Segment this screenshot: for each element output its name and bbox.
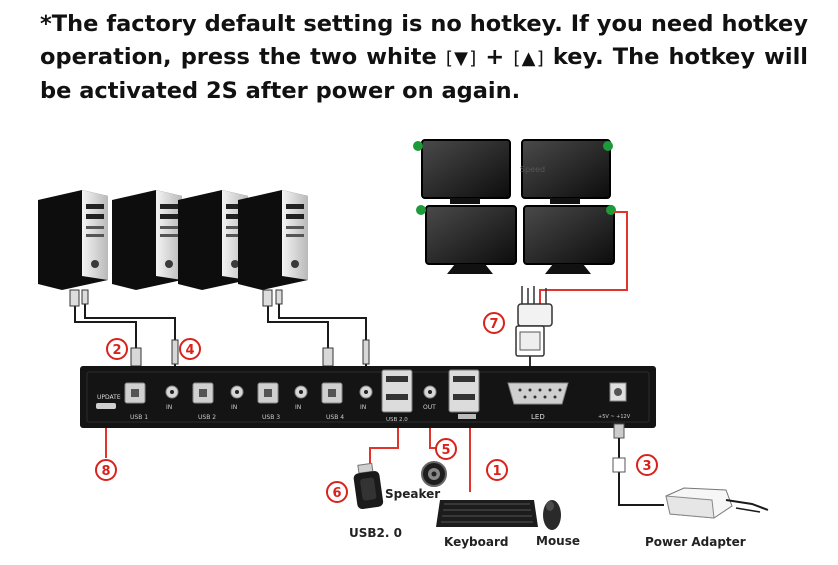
marker-3-number: 3 [642,459,651,474]
speaker-label: Speaker [385,487,440,501]
keyboard-device [436,500,538,527]
audio-in-label-1: IN [166,404,172,411]
audio-out-port: OUT [423,385,437,411]
usb20-port-label: USB 2.0 [386,417,408,423]
monitor-2-indicator [603,141,613,151]
pc1-usb-plug [69,289,80,307]
marker-1: 1 [486,459,508,481]
serial-connector [515,286,553,370]
monitor-3-indicator [416,205,426,215]
pc-tower-1 [38,190,108,290]
mouse-label: Mouse [536,534,580,548]
keyboard-mouse-usb-ports [448,369,480,419]
marker-7-number: 7 [489,317,498,332]
marker-5-number: 5 [441,443,450,458]
audio-out-label: OUT [423,404,436,411]
pc-tower-4 [238,190,308,290]
marker-5: 5 [435,438,457,460]
usb20-hub-ports: USB 2.0 [381,369,413,423]
monitor-speed-text: Speed [520,165,545,174]
led-serial-port: LED [507,382,569,421]
monitor-3 [416,205,517,274]
power-adapter-device [665,487,769,519]
audio-in-label-4: IN [360,404,366,411]
mouse-device [543,500,561,530]
usb-port-4-label: USB 4 [326,414,344,421]
monitor-1 [413,139,511,204]
audio-in-port-2: IN [230,385,244,411]
pc1-audio-plug [81,289,89,305]
pc4-usb-cable [267,300,367,368]
marker-8-number: 8 [101,464,110,479]
pc4-audio-plug [275,289,283,305]
marker-2-number: 2 [112,343,121,358]
marker-6: 6 [326,481,348,503]
power-adapter-label: Power Adapter [645,535,746,549]
pc1-usb-cable [74,300,176,368]
update-label: UPDATE [97,394,121,401]
pc4-usb-plug [262,289,273,307]
monitor-cable [539,211,628,304]
update-port: UPDATE [96,394,121,409]
marker-1-number: 1 [492,464,501,479]
monitor-1-indicator [413,141,423,151]
audio-plug-4 [362,339,370,365]
usb-b-plug-1 [130,347,142,367]
monitor-4-indicator [606,205,616,215]
power-input-label: +5V ~ +12V [598,414,631,420]
marker-4-number: 4 [185,343,194,358]
audio-plug-1 [171,339,179,365]
usb-b-port-1: USB 1 [124,382,148,421]
usb20-cable [369,428,399,464]
marker-2: 2 [106,338,128,360]
usb-port-1-label: USB 1 [130,414,148,421]
marker-4: 4 [179,338,201,360]
usb-flash-drive [353,462,384,510]
monitor-2: Speed [520,139,613,204]
key-up-symbol: [▲] [513,48,544,69]
marker-7: 7 [483,312,505,334]
usb-b-port-3: USB 3 [257,382,280,421]
monitor-4 [523,205,616,274]
usb-b-plug-4 [322,347,334,367]
audio-in-port-4: IN [359,385,373,411]
hotkey-note: *The factory default setting is no hotke… [40,11,808,104]
audio-in-port-1: IN [165,385,179,411]
power-dc-jack: +5V ~ +12V [598,382,631,420]
speaker-device [421,461,447,487]
marker-3: 3 [636,454,658,476]
pc-tower-2 [112,190,182,290]
usb-b-port-2: USB 2 [192,382,216,421]
audio-in-label-3: IN [295,404,301,411]
usb-b-port-4: USB 4 [321,382,344,421]
keyboard-label: Keyboard [444,535,509,549]
power-cable [612,423,664,506]
usb-port-2-label: USB 2 [198,414,216,421]
usb20-device-label: USB2. 0 [349,526,402,540]
key-down-symbol: [▼] [445,48,477,69]
audio-in-port-3: IN [294,385,308,411]
usb-port-3-label: USB 3 [262,414,280,421]
pc-tower-3 [178,190,248,290]
led-label: LED [531,413,545,421]
marker-6-number: 6 [332,486,341,501]
audio-in-label-2: IN [231,404,237,411]
marker-8: 8 [95,459,117,481]
